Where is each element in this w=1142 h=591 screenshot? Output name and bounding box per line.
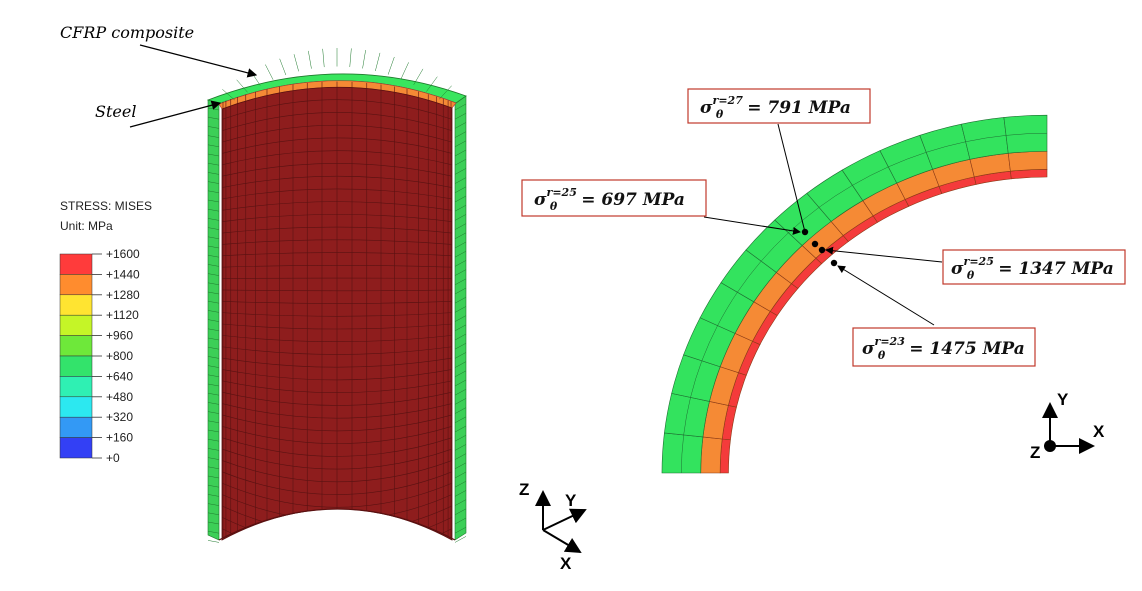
legend-swatch — [59, 274, 93, 296]
legend-tick-label: +1280 — [106, 288, 140, 302]
ring-element — [1007, 150, 1048, 172]
legend-swatch — [59, 253, 93, 275]
ring-element — [700, 436, 723, 474]
annotation-leaders — [703, 123, 943, 326]
axis-z-out-dot — [1044, 440, 1056, 452]
legend-swatch — [59, 396, 93, 418]
axis2d-x-label: X — [1093, 422, 1105, 441]
cylinder-shell — [206, 48, 467, 543]
axis-z-label: Z — [519, 480, 529, 499]
legend-swatch — [59, 437, 93, 459]
svg-text:σr=25θ= 697 MPa: σr=25θ= 697 MPa — [534, 186, 685, 213]
axis2d-z-label: Z — [1030, 443, 1040, 462]
legend-tick-label: +1600 — [106, 247, 140, 261]
legend-tick-label: +1120 — [106, 308, 139, 322]
legend-swatch — [59, 376, 93, 398]
legend-swatch — [59, 355, 93, 377]
legend-tick-label: +800 — [106, 349, 133, 363]
legend-swatch — [59, 314, 93, 336]
axis-y-label: Y — [565, 491, 577, 510]
legend-swatch — [59, 335, 93, 357]
ring-element — [661, 432, 704, 474]
axes-triad-2d — [1042, 402, 1095, 454]
axes-triad-3d — [535, 490, 587, 554]
svg-text:σr=27θ= 791 MPa: σr=27θ= 791 MPa — [700, 94, 851, 121]
cfrp-arrow — [139, 44, 258, 78]
stress-legend: STRESS: MISES Unit: MPa +1600+1440+1280+… — [59, 199, 152, 465]
steel-arrow — [129, 100, 222, 128]
side-mesh — [207, 103, 467, 543]
legend-tick-label: +960 — [106, 329, 133, 343]
legend-tick-label: +0 — [106, 451, 120, 465]
ring-cross-section — [661, 114, 1048, 474]
legend-title: STRESS: MISES — [60, 199, 152, 213]
svg-text:σr=25θ= 1347 MPa: σr=25θ= 1347 MPa — [951, 255, 1114, 282]
legend-swatch — [59, 294, 93, 316]
annotation-dots — [801, 228, 838, 267]
axis-x-label: X — [560, 554, 572, 573]
legend-tick-label: +480 — [106, 390, 133, 404]
legend-colorbar — [59, 253, 93, 459]
svg-text:σr=23θ= 1475 MPa: σr=23θ= 1475 MPa — [862, 335, 1025, 362]
legend-tick-label: +640 — [106, 369, 133, 383]
cfrp-right-side — [454, 95, 467, 541]
legend-tick-label: +320 — [106, 410, 133, 424]
cylinder-mesh — [221, 81, 453, 540]
legend-tick-label: +160 — [106, 431, 133, 445]
steel-label: Steel — [95, 102, 136, 121]
rim-mesh — [222, 48, 452, 101]
axis2d-y-label: Y — [1057, 390, 1069, 409]
legend-tick-label: +1440 — [106, 267, 140, 281]
ring-element — [1003, 114, 1048, 154]
cfrp-label: CFRP composite — [60, 23, 194, 42]
legend-ticks: +1600 +1440 +1280 +1120 +960 +800 +640 +480 +320… — [92, 247, 140, 465]
legend-unit: Unit: MPa — [60, 219, 113, 233]
legend-swatch — [59, 416, 93, 438]
